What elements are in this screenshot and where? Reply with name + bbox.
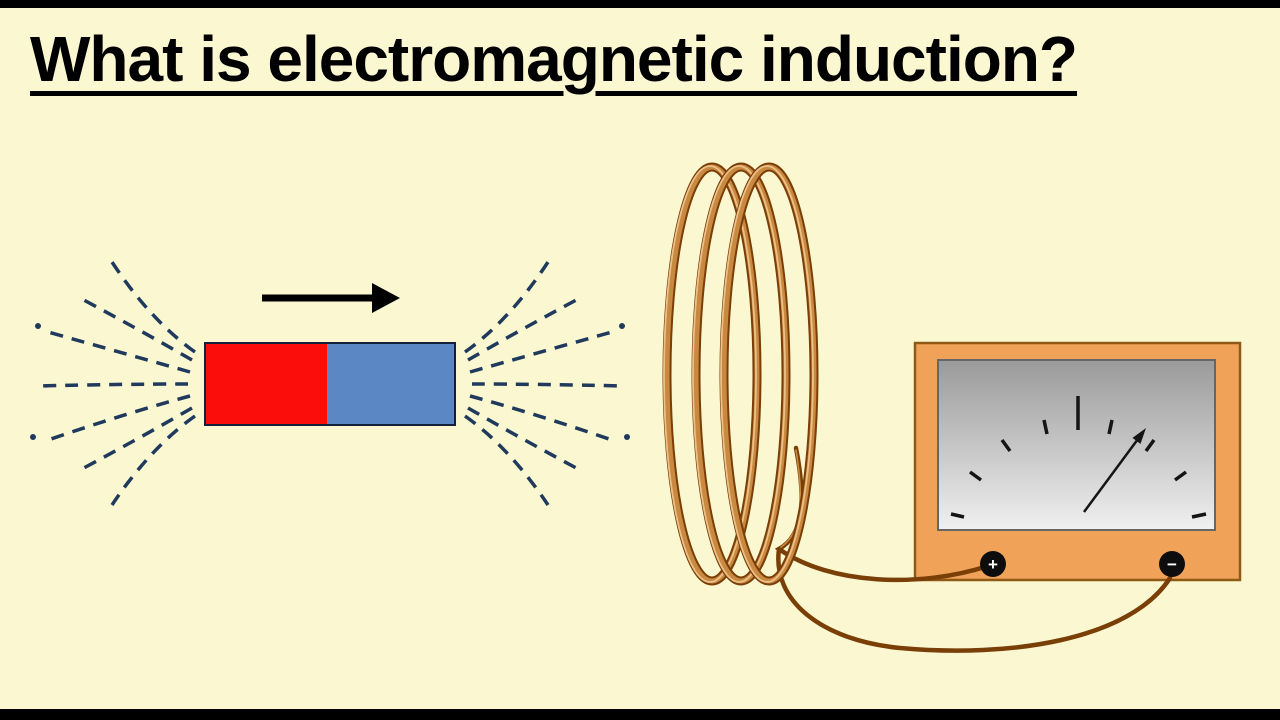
field-line: [463, 414, 550, 506]
field-line: [469, 394, 613, 442]
field-line: [79, 296, 193, 362]
coil: [662, 162, 819, 586]
magnet-field-lines: [30, 261, 630, 506]
magnet-south-pole: [327, 343, 455, 425]
dial-needle: [1082, 428, 1146, 513]
field-line-dot: [624, 434, 630, 440]
field-line-dot: [35, 323, 41, 329]
dial-tick: [1042, 419, 1049, 435]
magnet-north-pole: [205, 343, 327, 425]
galvanometer-dial: [937, 359, 1216, 531]
dial-tick: [1107, 419, 1114, 435]
bar-magnet: [204, 342, 456, 426]
positive-terminal: [980, 551, 1006, 577]
magnet-outline: [204, 342, 456, 426]
page-title: What is electromagnetic induction?: [30, 23, 1078, 95]
coil-turn: [662, 162, 762, 586]
dial-scale: [950, 396, 1207, 519]
field-line: [467, 406, 581, 472]
wire-to-negative-terminal: [776, 546, 1173, 653]
field-line: [471, 382, 625, 388]
letterbox-bottom: [0, 709, 1280, 720]
negative-terminal: [1159, 551, 1185, 577]
negative-terminal-label: −: [1167, 555, 1177, 574]
dial-tick: [1144, 438, 1156, 453]
positive-terminal-label: +: [988, 555, 998, 574]
dial-tick: [1191, 512, 1207, 519]
field-line: [47, 330, 191, 374]
field-line: [467, 296, 581, 362]
field-line: [79, 406, 193, 472]
dial-tick: [968, 470, 983, 482]
field-line: [469, 330, 613, 374]
dial-tick: [1173, 470, 1188, 482]
dial-tick: [950, 512, 965, 519]
coil-turn: [719, 162, 819, 586]
field-line-dot: [619, 323, 625, 329]
motion-arrow-icon: [262, 283, 400, 313]
field-line: [110, 414, 197, 506]
terminals: + −: [980, 551, 1185, 577]
dial-tick: [1000, 438, 1012, 453]
field-line: [35, 382, 189, 388]
field-line-dot: [30, 434, 36, 440]
coil-turn: [691, 162, 791, 586]
galvanometer: [913, 341, 1242, 582]
field-line: [47, 394, 191, 442]
field-line: [110, 261, 197, 354]
letterbox-top: [0, 0, 1280, 8]
field-line: [463, 261, 550, 354]
